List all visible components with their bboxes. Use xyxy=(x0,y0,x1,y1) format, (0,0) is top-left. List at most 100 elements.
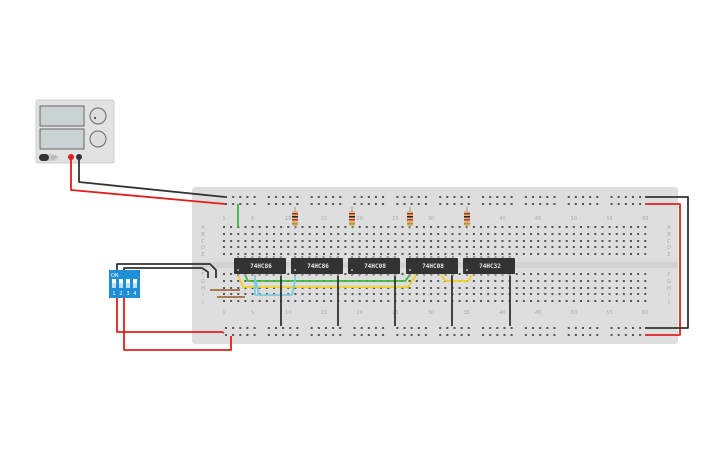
hole[interactable] xyxy=(237,300,240,302)
hole[interactable] xyxy=(430,300,433,302)
hole[interactable] xyxy=(387,246,390,248)
hole[interactable] xyxy=(237,253,240,255)
hole[interactable] xyxy=(530,293,533,295)
rail-hole[interactable] xyxy=(417,334,420,336)
hole[interactable] xyxy=(494,293,497,295)
hole[interactable] xyxy=(365,287,368,289)
rail-hole[interactable] xyxy=(367,203,370,205)
rail-hole[interactable] xyxy=(317,327,320,329)
hole[interactable] xyxy=(472,300,475,302)
rail-hole[interactable] xyxy=(246,196,249,198)
hole[interactable] xyxy=(551,273,554,275)
rail-hole[interactable] xyxy=(339,196,342,198)
hole[interactable] xyxy=(537,287,540,289)
rail-hole[interactable] xyxy=(360,203,363,205)
hole[interactable] xyxy=(330,240,333,242)
hole[interactable] xyxy=(280,226,283,228)
hole[interactable] xyxy=(458,246,461,248)
hole[interactable] xyxy=(594,280,597,282)
hole[interactable] xyxy=(394,226,397,228)
hole[interactable] xyxy=(415,246,418,248)
hole[interactable] xyxy=(572,280,575,282)
hole[interactable] xyxy=(622,293,625,295)
hole[interactable] xyxy=(244,246,247,248)
rail-hole[interactable] xyxy=(232,327,235,329)
rail-hole[interactable] xyxy=(574,327,577,329)
hole[interactable] xyxy=(530,240,533,242)
rail-hole[interactable] xyxy=(539,334,542,336)
hole[interactable] xyxy=(629,233,632,235)
hole[interactable] xyxy=(408,280,411,282)
hole[interactable] xyxy=(544,273,547,275)
hole[interactable] xyxy=(565,226,568,228)
hole[interactable] xyxy=(558,293,561,295)
hole[interactable] xyxy=(501,300,504,302)
hole[interactable] xyxy=(280,240,283,242)
rail-hole[interactable] xyxy=(624,196,627,198)
hole[interactable] xyxy=(501,253,504,255)
hole[interactable] xyxy=(544,240,547,242)
hole[interactable] xyxy=(472,253,475,255)
hole[interactable] xyxy=(237,240,240,242)
rail-hole[interactable] xyxy=(610,196,613,198)
hole[interactable] xyxy=(501,246,504,248)
hole[interactable] xyxy=(437,287,440,289)
hole[interactable] xyxy=(394,233,397,235)
rail-hole[interactable] xyxy=(574,334,577,336)
rail-hole[interactable] xyxy=(639,334,642,336)
hole[interactable] xyxy=(472,246,475,248)
hole[interactable] xyxy=(265,293,268,295)
hole[interactable] xyxy=(480,293,483,295)
hole[interactable] xyxy=(544,293,547,295)
rail-hole[interactable] xyxy=(339,327,342,329)
rail-hole[interactable] xyxy=(339,203,342,205)
hole[interactable] xyxy=(622,280,625,282)
rail-hole[interactable] xyxy=(539,327,542,329)
hole[interactable] xyxy=(422,253,425,255)
hole[interactable] xyxy=(394,246,397,248)
hole[interactable] xyxy=(608,280,611,282)
hole[interactable] xyxy=(615,280,618,282)
hole[interactable] xyxy=(344,287,347,289)
hole[interactable] xyxy=(265,240,268,242)
hole[interactable] xyxy=(537,280,540,282)
hole[interactable] xyxy=(515,280,518,282)
rail-hole[interactable] xyxy=(624,334,627,336)
hole[interactable] xyxy=(530,226,533,228)
hole[interactable] xyxy=(622,246,625,248)
hole[interactable] xyxy=(330,300,333,302)
rail-hole[interactable] xyxy=(624,327,627,329)
hole[interactable] xyxy=(244,233,247,235)
hole[interactable] xyxy=(422,226,425,228)
rail-hole[interactable] xyxy=(417,327,420,329)
hole[interactable] xyxy=(594,246,597,248)
hole[interactable] xyxy=(308,300,311,302)
hole[interactable] xyxy=(265,253,268,255)
rail-hole[interactable] xyxy=(410,334,413,336)
hole[interactable] xyxy=(472,287,475,289)
hole[interactable] xyxy=(572,240,575,242)
hole[interactable] xyxy=(287,287,290,289)
rail-hole[interactable] xyxy=(396,334,399,336)
hole[interactable] xyxy=(608,226,611,228)
hole[interactable] xyxy=(515,246,518,248)
hole[interactable] xyxy=(565,246,568,248)
hole[interactable] xyxy=(308,226,311,228)
rail-hole[interactable] xyxy=(374,196,377,198)
hole[interactable] xyxy=(430,233,433,235)
hole[interactable] xyxy=(358,253,361,255)
hole[interactable] xyxy=(251,233,254,235)
hole[interactable] xyxy=(380,253,383,255)
hole[interactable] xyxy=(537,240,540,242)
rail-hole[interactable] xyxy=(324,327,327,329)
hole[interactable] xyxy=(258,226,261,228)
hole[interactable] xyxy=(387,253,390,255)
hole[interactable] xyxy=(501,293,504,295)
hole[interactable] xyxy=(408,293,411,295)
hole[interactable] xyxy=(580,233,582,235)
rail-hole[interactable] xyxy=(424,203,427,205)
hole[interactable] xyxy=(537,253,540,255)
hole[interactable] xyxy=(365,226,368,228)
hole[interactable] xyxy=(580,273,582,275)
